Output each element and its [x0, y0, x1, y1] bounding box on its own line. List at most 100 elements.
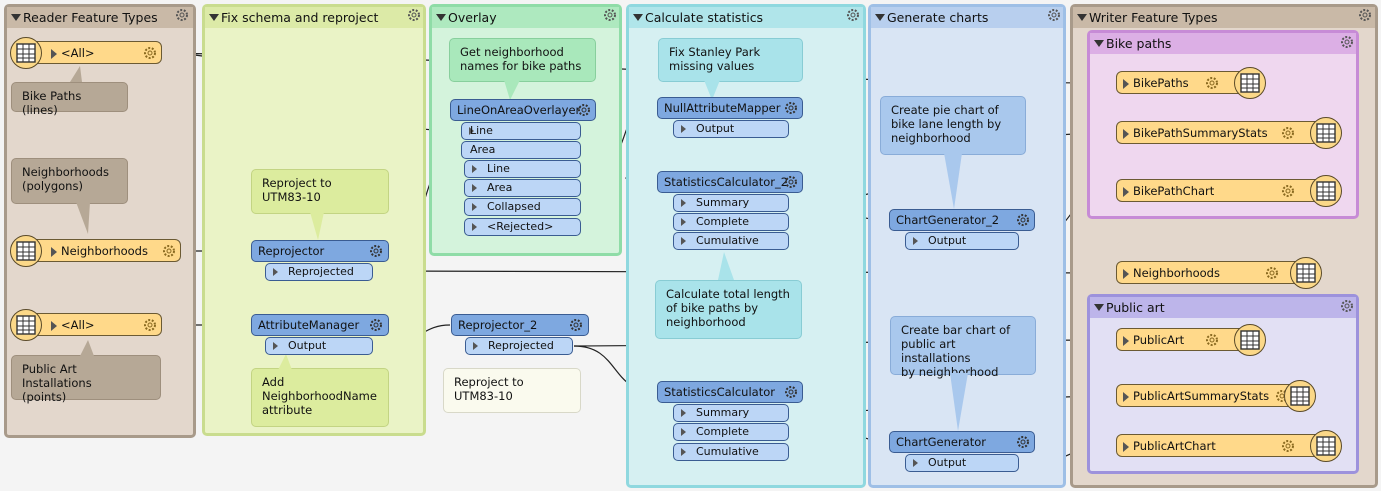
- table-icon: [1234, 67, 1266, 99]
- transformer-statistics-calculator-2[interactable]: StatisticsCalculator_2: [657, 171, 803, 193]
- gear-icon[interactable]: [1281, 126, 1295, 140]
- output-port-rejected[interactable]: <Rejected>: [464, 218, 581, 236]
- annotation-public-art-points[interactable]: Public Art Installations (points): [11, 355, 161, 404]
- expand-triangle-icon[interactable]: [1123, 79, 1129, 89]
- output-port-output[interactable]: Output: [673, 120, 789, 138]
- gear-icon[interactable]: [1205, 76, 1219, 90]
- transformer-attribute-manager[interactable]: AttributeManager: [251, 314, 389, 336]
- gear-icon[interactable]: [784, 385, 798, 399]
- annotation-reproject-utm[interactable]: Reproject to UTM83-10: [251, 169, 389, 214]
- output-port-cumulative[interactable]: Cumulative: [673, 443, 789, 461]
- transformer-name: ChartGenerator_2: [896, 213, 1000, 227]
- gear-icon[interactable]: [1016, 213, 1030, 227]
- transformer-null-attribute-mapper[interactable]: NullAttributeMapper: [657, 97, 803, 119]
- annotation-add-attribute[interactable]: Add NeighborhoodName attribute: [251, 368, 389, 427]
- writer-feature-bikepaths[interactable]: BikePaths: [1116, 71, 1246, 94]
- table-icon: [1290, 257, 1322, 289]
- gear-icon[interactable]: [846, 8, 860, 22]
- feature-label: Neighborhoods: [1133, 266, 1220, 280]
- writer-feature-bikepath-summary-stats[interactable]: BikePathSummaryStats: [1116, 121, 1322, 144]
- expand-triangle-icon[interactable]: [1123, 442, 1129, 452]
- expand-triangle-icon[interactable]: [1123, 187, 1129, 197]
- annotation-neighborhoods-polygons[interactable]: Neighborhoods (polygons): [11, 158, 128, 204]
- port-triangle-icon: [472, 165, 477, 173]
- expand-triangle-icon[interactable]: [51, 49, 57, 59]
- gear-icon[interactable]: [143, 46, 157, 60]
- gear-icon[interactable]: [162, 244, 176, 258]
- collapse-triangle-icon[interactable]: [1094, 304, 1104, 311]
- output-port-summary[interactable]: Summary: [673, 194, 789, 212]
- annotation-get-neighborhood-names[interactable]: Get neighborhood names for bike paths: [449, 38, 596, 82]
- transformer-reprojector-2[interactable]: Reprojector_2: [451, 314, 589, 336]
- gear-icon[interactable]: [784, 101, 798, 115]
- output-port-summary[interactable]: Summary: [673, 404, 789, 422]
- writer-feature-publicart-chart[interactable]: PublicArtChart: [1116, 434, 1322, 457]
- gear-icon[interactable]: [1016, 435, 1030, 449]
- gear-icon[interactable]: [143, 318, 157, 332]
- expand-triangle-icon[interactable]: [1123, 129, 1129, 139]
- annotation-pie-chart[interactable]: Create pie chart of bike lane length by …: [880, 96, 1026, 155]
- gear-icon[interactable]: [1205, 333, 1219, 347]
- collapse-triangle-icon[interactable]: [875, 14, 885, 21]
- transformer-chart-generator-2[interactable]: ChartGenerator_2: [889, 209, 1035, 231]
- gear-icon[interactable]: [1281, 439, 1295, 453]
- collapse-triangle-icon[interactable]: [209, 14, 219, 21]
- gear-icon[interactable]: [175, 8, 189, 22]
- collapse-triangle-icon[interactable]: [633, 14, 643, 21]
- writer-feature-neighborhoods[interactable]: Neighborhoods: [1116, 261, 1306, 284]
- output-port-collapsed[interactable]: Collapsed: [464, 198, 581, 216]
- annotation-fix-stanley-park[interactable]: Fix Stanley Park missing values: [658, 38, 803, 82]
- output-port-line[interactable]: Line: [464, 160, 581, 178]
- port-label: Area: [470, 143, 496, 156]
- input-port-area[interactable]: Area: [461, 141, 581, 159]
- output-port-output[interactable]: Output: [265, 337, 373, 355]
- reader-feature-all-publicart[interactable]: <All>: [14, 313, 162, 336]
- annotation-bike-paths-lines[interactable]: Bike Paths (lines): [11, 82, 128, 117]
- port-triangle-icon: [681, 237, 686, 245]
- gear-icon[interactable]: [1340, 35, 1354, 49]
- transformer-line-on-area-overlayer[interactable]: LineOnAreaOverlayer: [450, 99, 596, 121]
- expand-triangle-icon[interactable]: [1123, 269, 1129, 279]
- transformer-chart-generator[interactable]: ChartGenerator: [889, 431, 1035, 453]
- gear-icon[interactable]: [369, 318, 383, 332]
- output-port-output[interactable]: Output: [905, 454, 1019, 472]
- output-port-cumulative[interactable]: Cumulative: [673, 232, 789, 250]
- gear-icon[interactable]: [569, 318, 583, 332]
- expand-triangle-icon[interactable]: [1123, 336, 1129, 346]
- writer-feature-publicart-summary-stats[interactable]: PublicArtSummaryStats: [1116, 384, 1296, 407]
- collapse-triangle-icon[interactable]: [1094, 40, 1104, 47]
- transformer-reprojector[interactable]: Reprojector: [251, 240, 389, 262]
- reader-feature-neighborhoods[interactable]: Neighborhoods: [14, 239, 181, 262]
- annotation-calculate-total-length[interactable]: Calculate total length of bike paths by …: [655, 280, 802, 339]
- gear-icon[interactable]: [1265, 266, 1279, 280]
- writer-feature-publicart[interactable]: PublicArt: [1116, 328, 1246, 351]
- expand-triangle-icon[interactable]: [51, 321, 57, 331]
- port-triangle-icon: [473, 342, 478, 350]
- expand-triangle-icon[interactable]: [1123, 392, 1129, 402]
- gear-icon[interactable]: [1047, 8, 1061, 22]
- gear-icon[interactable]: [1281, 184, 1295, 198]
- output-port-complete[interactable]: Complete: [673, 213, 789, 231]
- gear-icon[interactable]: [1358, 8, 1372, 22]
- transformer-statistics-calculator[interactable]: StatisticsCalculator: [657, 381, 803, 403]
- output-port-reprojected[interactable]: Reprojected: [465, 337, 573, 355]
- gear-icon[interactable]: [1340, 299, 1354, 313]
- input-port-line[interactable]: Line: [461, 122, 581, 140]
- gear-icon[interactable]: [784, 175, 798, 189]
- annotation-bar-chart[interactable]: Create bar chart of public art installat…: [890, 316, 1036, 379]
- output-port-output[interactable]: Output: [905, 232, 1019, 250]
- output-port-complete[interactable]: Complete: [673, 423, 789, 441]
- output-port-area[interactable]: Area: [464, 179, 581, 197]
- collapse-triangle-icon[interactable]: [11, 14, 21, 21]
- output-port-reprojected[interactable]: Reprojected: [265, 263, 373, 281]
- gear-icon[interactable]: [369, 244, 383, 258]
- annotation-reproject-utm-2[interactable]: Reproject to UTM83-10: [443, 368, 581, 413]
- port-label: Line: [487, 162, 510, 175]
- gear-icon[interactable]: [603, 8, 617, 22]
- gear-icon[interactable]: [577, 103, 591, 117]
- expand-triangle-icon[interactable]: [51, 247, 57, 257]
- gear-icon[interactable]: [407, 8, 421, 22]
- writer-feature-bikepath-chart[interactable]: BikePathChart: [1116, 179, 1322, 202]
- collapse-triangle-icon[interactable]: [436, 14, 446, 21]
- collapse-triangle-icon[interactable]: [1077, 14, 1087, 21]
